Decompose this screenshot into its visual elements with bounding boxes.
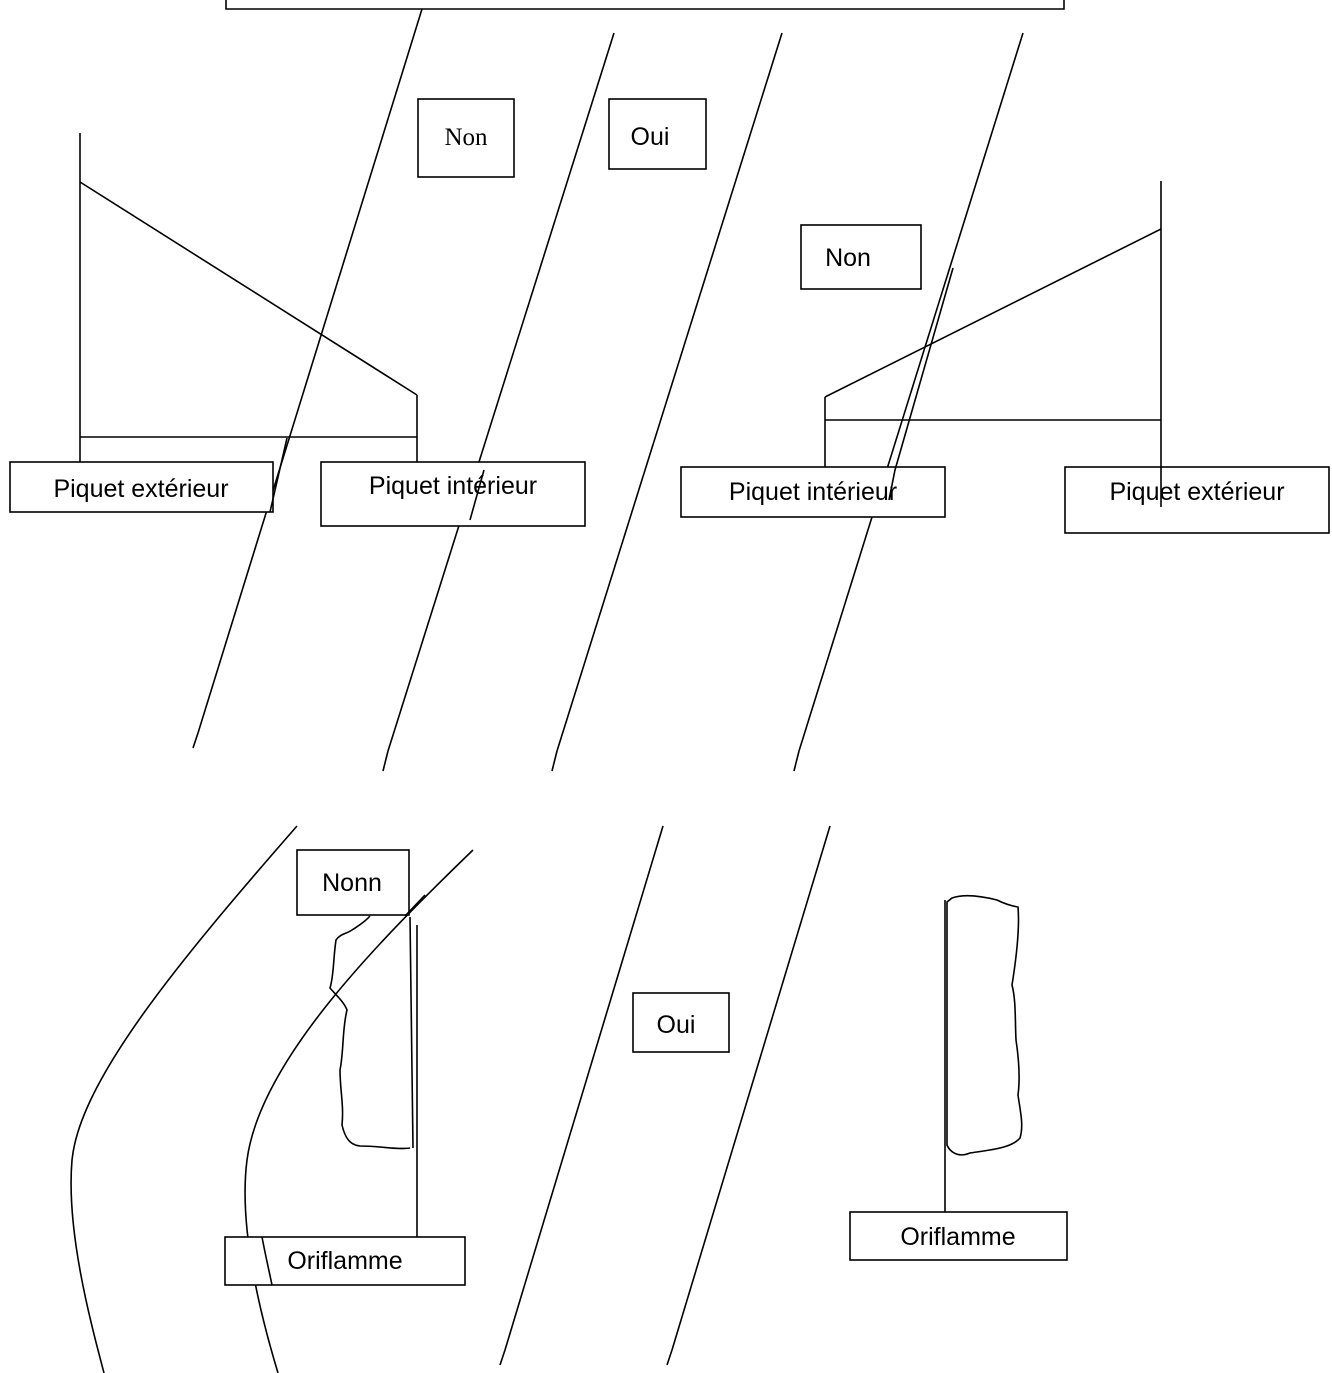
label-piquet-interieur-left: Piquet intérieur [320, 461, 586, 527]
left-gate-flag-top [79, 181, 418, 396]
label-piquet-exterieur-right: Piquet extérieur [1064, 466, 1330, 534]
track-line-3 [556, 32, 783, 752]
top-frame [225, 0, 1065, 10]
svg-text:Piquet intérieur: Piquet intérieur [369, 472, 537, 500]
right-banner-flag [946, 894, 1023, 1156]
svg-text:Oui: Oui [631, 123, 670, 151]
track-line-2-over-label [469, 469, 485, 521]
left-banner-pole-edge [409, 916, 414, 1149]
svg-text:Nonn: Nonn [322, 869, 382, 897]
svg-text:Piquet extérieur: Piquet extérieur [53, 475, 228, 503]
track-line-2 [387, 32, 615, 752]
left-banner-flag [329, 915, 411, 1150]
svg-text:Oriflamme: Oriflamme [287, 1247, 402, 1275]
svg-text:Piquet intérieur: Piquet intérieur [729, 478, 897, 506]
svg-text:Non: Non [825, 244, 871, 272]
track-line-4 [798, 32, 1024, 752]
track-line-4-tick [793, 750, 800, 772]
track-line-4-over-label [888, 267, 954, 501]
label-oriflamme-left: Oriflamme [224, 1236, 466, 1286]
label-non-top-left: Non [417, 98, 515, 178]
label-oriflamme-right: Oriflamme [849, 1211, 1068, 1261]
curve-line-2-over-label [404, 894, 426, 917]
svg-text:Non: Non [444, 124, 488, 151]
curve-line-2-through-label [261, 1236, 273, 1286]
svg-text:Oriflamme: Oriflamme [900, 1223, 1015, 1251]
label-nonn-bottom: Nonn [296, 849, 410, 916]
right-gate-flag-top [824, 228, 1162, 398]
bottom-track-line-1 [504, 825, 664, 1351]
bottom-track-line-2-tick [666, 1349, 673, 1366]
track-line-2-tick [382, 750, 389, 772]
svg-text:Piquet extérieur: Piquet extérieur [1109, 478, 1284, 506]
curve-line-1 [70, 825, 298, 1373]
svg-text:Oui: Oui [657, 1011, 696, 1039]
label-piquet-interieur-right: Piquet intérieur [680, 466, 946, 518]
bottom-track-line-1-tick [499, 1349, 506, 1366]
track-line-3-tick [551, 750, 558, 772]
curve-line-2 [244, 849, 474, 1373]
track-line-1-tick [192, 732, 199, 749]
track-line-1 [197, 8, 423, 734]
label-oui-bottom: Oui [632, 992, 730, 1053]
label-piquet-exterieur-left: Piquet extérieur [9, 461, 274, 513]
bottom-track-line-2 [671, 825, 831, 1351]
label-oui-top: Oui [608, 98, 707, 170]
track-line-1-over-label [269, 437, 288, 513]
label-non-top-right: Non [800, 224, 922, 290]
